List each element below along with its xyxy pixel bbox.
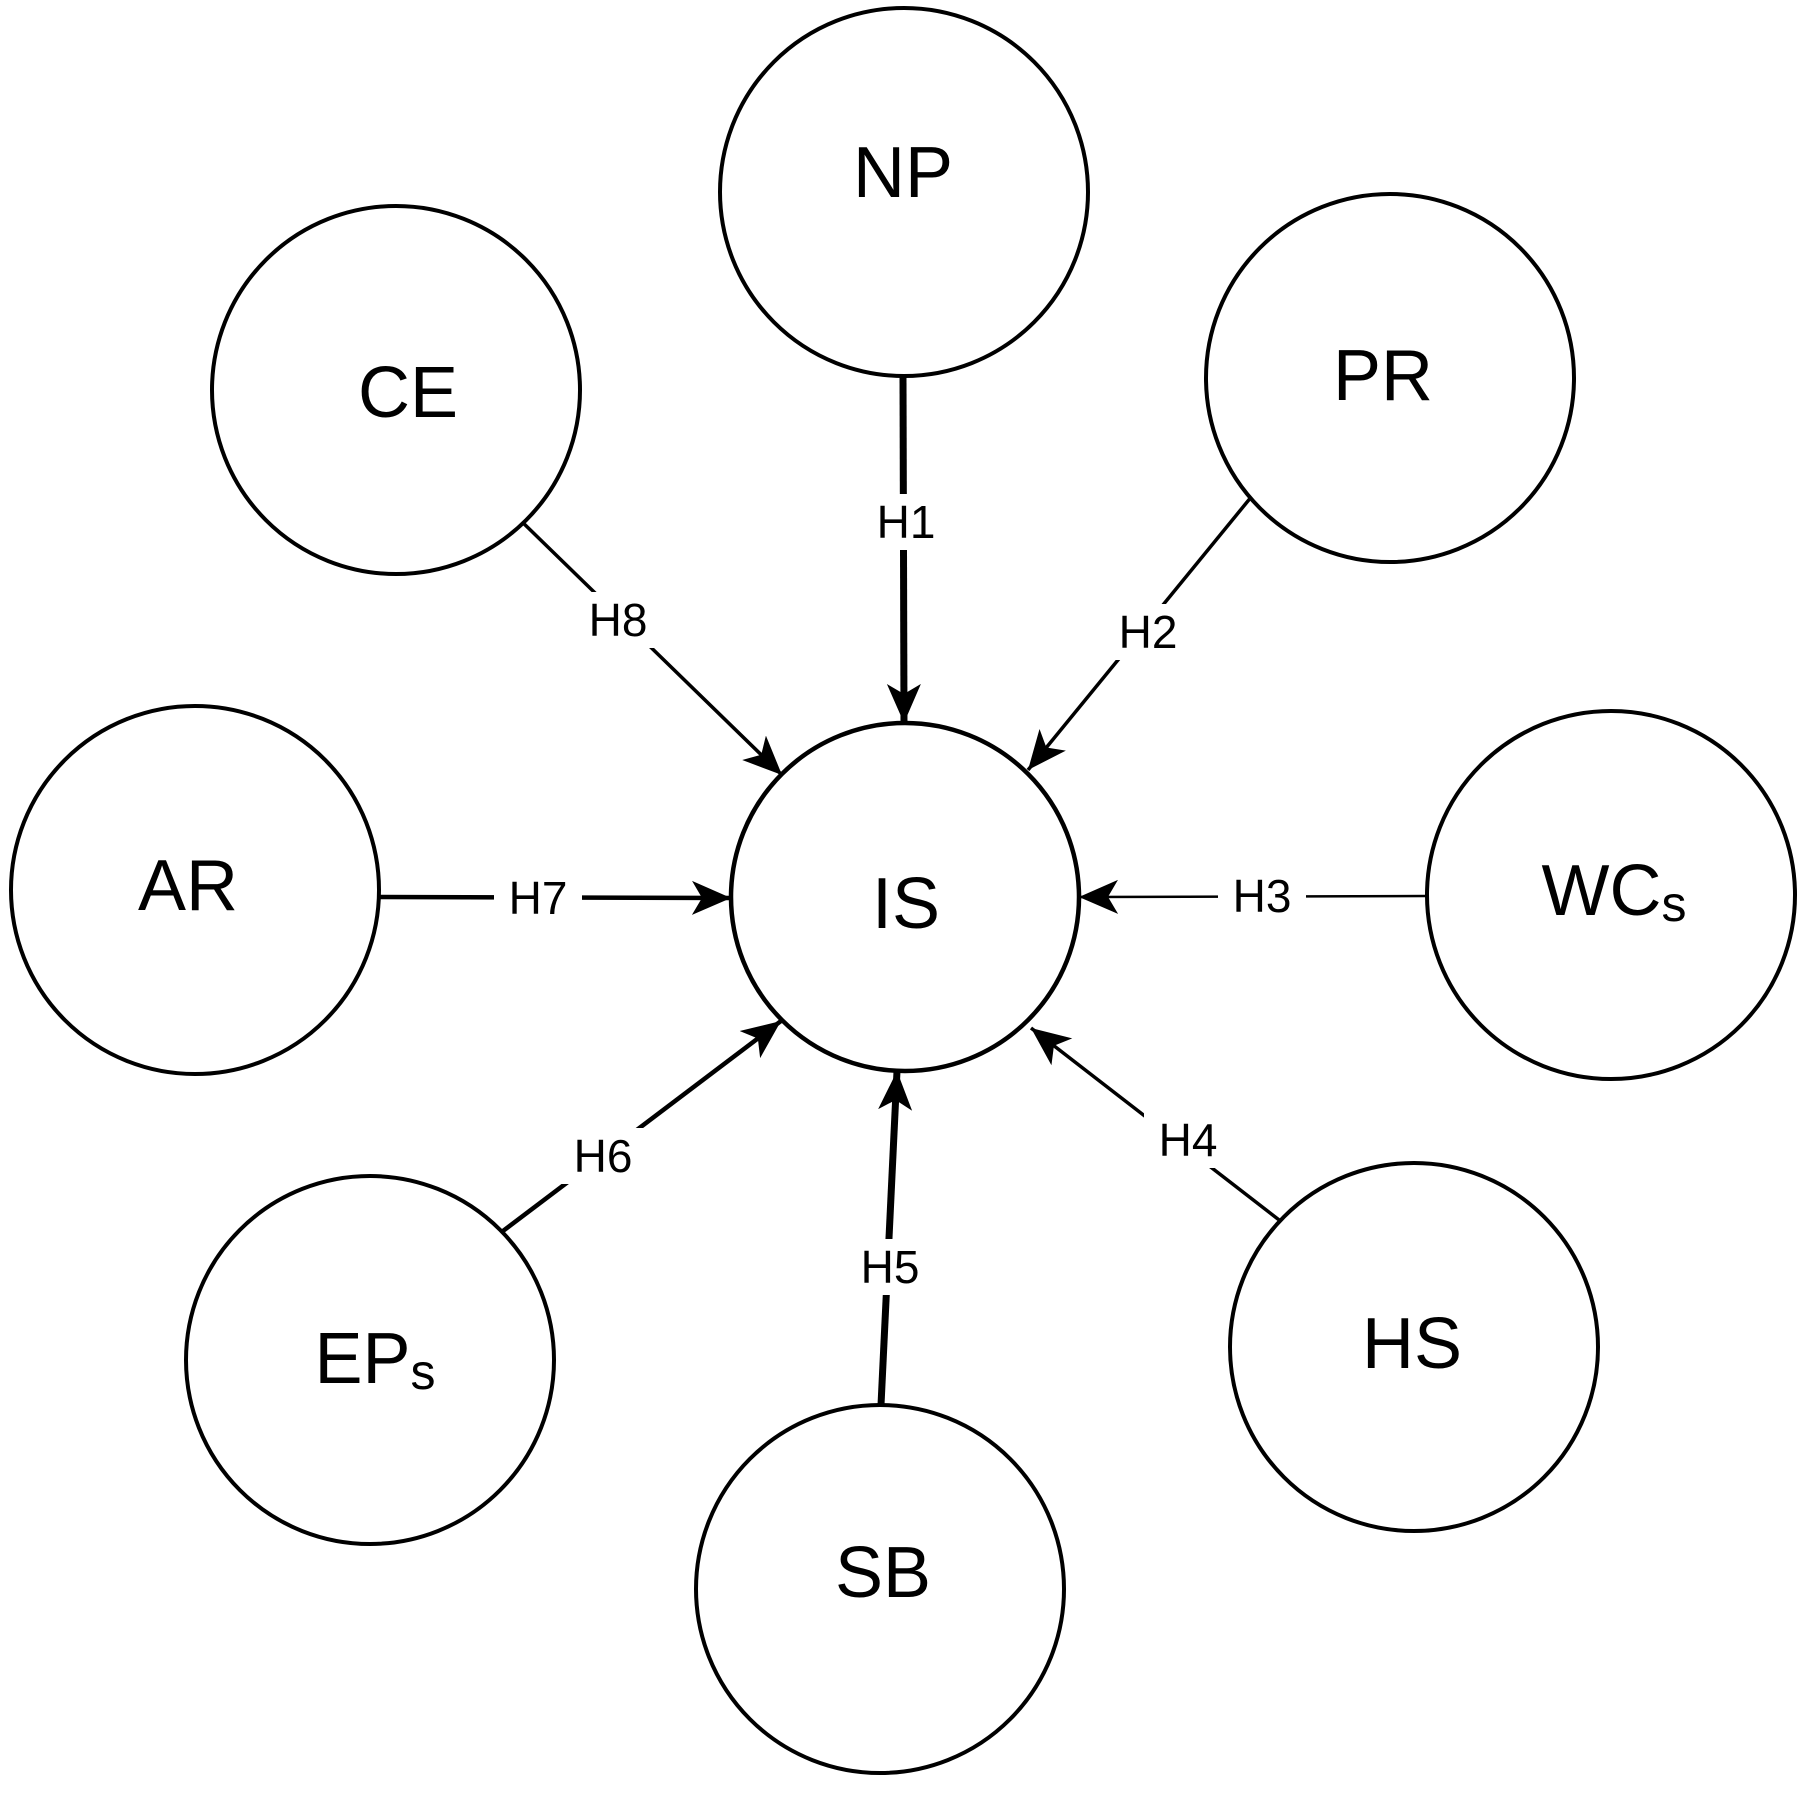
node-HS-circle — [1228, 1161, 1600, 1533]
edge-H4-label-bg — [1144, 1112, 1232, 1168]
edge-H1-label: H1 — [877, 496, 936, 548]
node-WCs-label-main: WC — [1542, 851, 1662, 931]
edge-H6-label-bg — [559, 1128, 647, 1184]
node-EPs-label: EPs — [314, 1319, 435, 1400]
edge-H5-label: H5 — [861, 1241, 920, 1293]
edge-H8-label-bg — [574, 592, 662, 648]
edge-H3-label: H3 — [1233, 870, 1292, 922]
node-PR-circle — [1204, 192, 1576, 564]
node-NP-circle — [718, 6, 1090, 378]
node-WCs-circle — [1425, 709, 1797, 1081]
edge-H4-label: H4 — [1159, 1114, 1218, 1166]
node-CE-label: CE — [358, 353, 458, 433]
node-IS-circle — [728, 720, 1082, 1074]
node-AR-circle — [9, 704, 381, 1076]
node-NP-label: NP — [853, 133, 953, 213]
node-SB-label: SB — [835, 1533, 931, 1613]
node-EPs-label-main: EP — [314, 1319, 410, 1399]
node-SB-circle — [694, 1403, 1066, 1775]
node-HS-label: HS — [1362, 1304, 1462, 1384]
edge-H3-label-bg — [1218, 868, 1306, 924]
node-EPs-label-sub: s — [411, 1344, 436, 1400]
node-WCs-label-sub: s — [1661, 876, 1686, 932]
edge-H6-label: H6 — [574, 1130, 633, 1182]
edge-H1-label-bg — [862, 494, 950, 550]
edge-H5-arrow — [877, 1070, 913, 1406]
edge-H5-label-bg — [846, 1239, 934, 1295]
node-CE-circle — [210, 204, 582, 576]
node-AR-label: AR — [138, 846, 238, 926]
node-WCs-label: WCs — [1542, 851, 1687, 932]
node-IS-label: IS — [872, 864, 940, 944]
node-PR-label: PR — [1333, 336, 1433, 416]
node-EPs-circle — [184, 1174, 556, 1546]
edge-H2-label-bg — [1104, 604, 1192, 660]
edge-H2-label: H2 — [1119, 606, 1178, 658]
edge-H7-label-bg — [494, 870, 582, 926]
edge-H8-label: H8 — [589, 594, 648, 646]
edge-H7-label: H7 — [509, 872, 568, 924]
